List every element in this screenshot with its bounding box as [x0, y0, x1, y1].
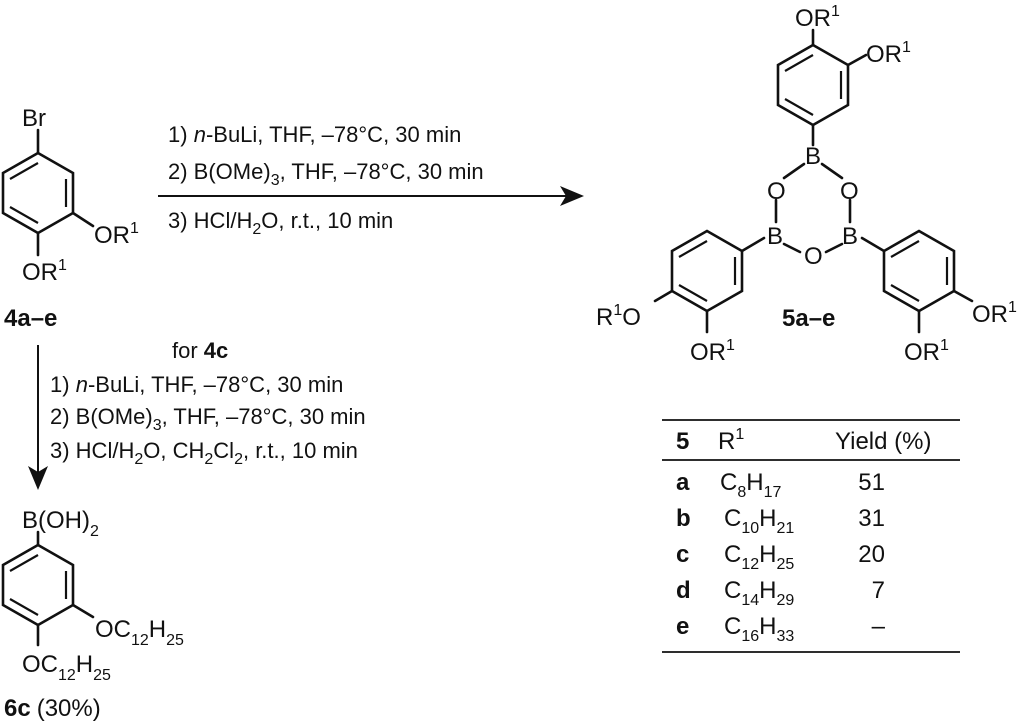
table-header-r1: R1: [718, 426, 744, 455]
table-cell-r1: C8H17: [720, 469, 781, 501]
table-cell-r1: C12H25: [724, 541, 794, 573]
oxygen-right: O: [840, 178, 859, 205]
table-cell-compound: c: [676, 541, 689, 568]
boronic-acid-label: B(OH)2: [22, 507, 99, 540]
table-row: a C8H17 51: [676, 469, 885, 501]
molecule-6c: [1, 530, 95, 647]
table-cell-yield: 51: [858, 469, 885, 496]
table-header-compound: 5: [676, 428, 689, 455]
table-cell-compound: a: [676, 469, 690, 496]
r1o-label-left: R1O: [596, 302, 641, 331]
main-step-3: 3) HCl/H2O, r.t., 10 min: [168, 208, 393, 238]
table-cell-compound: d: [676, 577, 691, 604]
or1-label-top-meta: OR1: [866, 39, 911, 68]
or1-label-right-para: OR1: [972, 299, 1017, 328]
table-row: e C16H33 –: [676, 613, 886, 645]
table-row: d C14H29 7: [676, 577, 885, 609]
table-cell-r1: C16H33: [724, 613, 794, 645]
side-step-3: 3) HCl/H2O, CH2Cl2, r.t., 10 min: [50, 438, 358, 468]
table-cell-yield: 7: [872, 577, 885, 604]
main-step-2: 2) B(OMe)3, THF, –78°C, 30 min: [168, 159, 484, 189]
oc12h25-label-meta: OC12H25: [95, 616, 184, 649]
boron-top: B: [805, 143, 821, 170]
compound-6c-label: 6c(30%): [4, 695, 101, 722]
side-step-1: 1) n-BuLi, THF, –78°C, 30 min: [50, 372, 343, 397]
table-row: b C10H21 31: [676, 505, 885, 537]
bromo-label: Br: [22, 105, 46, 132]
molecule-5: [653, 28, 974, 334]
table-cell-yield: –: [872, 613, 886, 640]
or1-label-left-meta: OR1: [690, 337, 735, 366]
table-row: c C12H25 20: [676, 541, 885, 573]
or1-label-top-para: OR1: [795, 3, 840, 32]
compound-5-label: 5a–e: [782, 305, 835, 332]
side-step-2: 2) B(OMe)3, THF, –78°C, 30 min: [50, 404, 366, 434]
compound-4-label: 4a–e: [4, 305, 57, 332]
oxygen-bottom: O: [804, 243, 823, 270]
table-cell-yield: 20: [858, 541, 885, 568]
boron-left: B: [767, 223, 783, 250]
side-for-label: for 4c: [172, 338, 228, 363]
oxygen-left: O: [767, 178, 786, 205]
table-cell-compound: b: [676, 505, 691, 532]
table-cell-compound: e: [676, 613, 689, 640]
side-reaction-arrow: [28, 345, 48, 490]
main-reaction-arrow: [158, 186, 584, 206]
molecule-4: [1, 128, 95, 257]
table-rows: a C8H17 51 b C10H21 31 c C12H25 20 d C14H29 7 e C16H3…: [676, 469, 886, 645]
or1-label-4-para: OR1: [22, 257, 67, 286]
table-cell-r1: C14H29: [724, 577, 794, 609]
or1-label-right-meta: OR1: [904, 337, 949, 366]
boron-right: B: [842, 223, 858, 250]
main-step-1: 1) n-BuLi, THF, –78°C, 30 min: [168, 122, 461, 147]
table-header-yield: Yield (%): [835, 428, 931, 455]
table-cell-r1: C10H21: [724, 505, 794, 537]
table-cell-yield: 31: [858, 505, 885, 532]
or1-label-4-meta: OR1: [94, 220, 139, 249]
oc12h25-label-para: OC12H25: [22, 651, 111, 684]
yield-table: 5 R1 Yield (%): [662, 419, 960, 653]
